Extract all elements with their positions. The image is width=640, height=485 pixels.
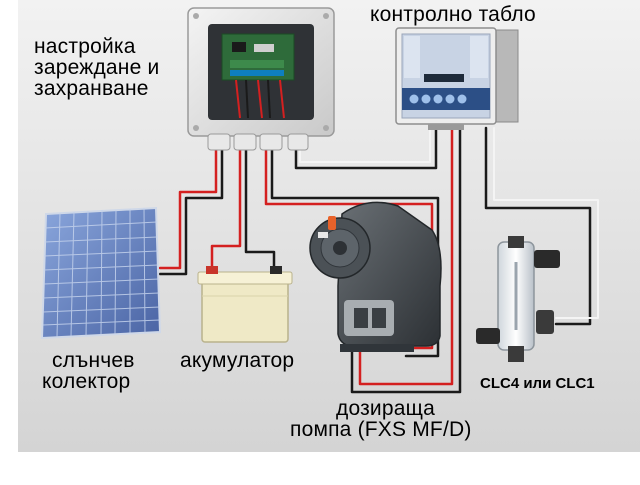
pump-indicator <box>328 216 336 230</box>
wire-panel-pump-red <box>358 126 454 386</box>
wire-solar-red <box>158 146 218 270</box>
battery-negative-terminal <box>270 266 282 274</box>
controller-label-line1: настройка <box>34 35 136 58</box>
sensor-label: CLC4 или CLC1 <box>480 375 595 392</box>
wire-battery-black <box>244 146 276 277</box>
dosing-pump <box>309 201 442 352</box>
wire-sensor-white <box>493 127 599 319</box>
pump-label-line2: помпа (FXS MF/D) <box>290 418 472 441</box>
battery-positive-terminal <box>206 266 218 274</box>
battery-label: акумулатор <box>180 349 295 372</box>
clc-sensor <box>476 236 560 362</box>
solar-label-line2: колектор <box>42 370 131 393</box>
battery <box>197 266 293 343</box>
wire-solar-black <box>158 146 224 276</box>
wire-battery-red <box>210 146 242 277</box>
solar-panel <box>40 206 162 340</box>
wire-sensor-black <box>484 126 592 326</box>
wire-pump-red <box>264 146 434 350</box>
wire-panel-pump-black <box>350 126 462 394</box>
pump-base-panel <box>344 300 394 336</box>
terminal-strip <box>230 70 284 76</box>
panel-display <box>424 74 464 82</box>
controller-label: настройка зареждане и захранване <box>34 36 159 99</box>
controller-label-line3: захранване <box>34 77 149 100</box>
sensor-outlet <box>534 250 560 268</box>
wire-panel-power <box>294 126 438 170</box>
solar-label-line1: слънчев <box>52 349 135 372</box>
control-panel-label: контролно табло <box>370 3 536 26</box>
controller-label-line2: зареждане и <box>34 56 160 79</box>
wire-pump-black <box>270 146 440 358</box>
solar-label: слънчев колектор <box>42 350 135 392</box>
pump-label: дозираща помпа (FXS MF/D) <box>290 398 472 440</box>
wire-panel-signal <box>299 127 431 163</box>
sensor-inlet <box>476 328 500 344</box>
control-panel-device <box>395 27 519 130</box>
pump-label-line1: дозираща <box>336 397 435 420</box>
wires <box>158 126 599 394</box>
charge-controller <box>187 7 335 151</box>
